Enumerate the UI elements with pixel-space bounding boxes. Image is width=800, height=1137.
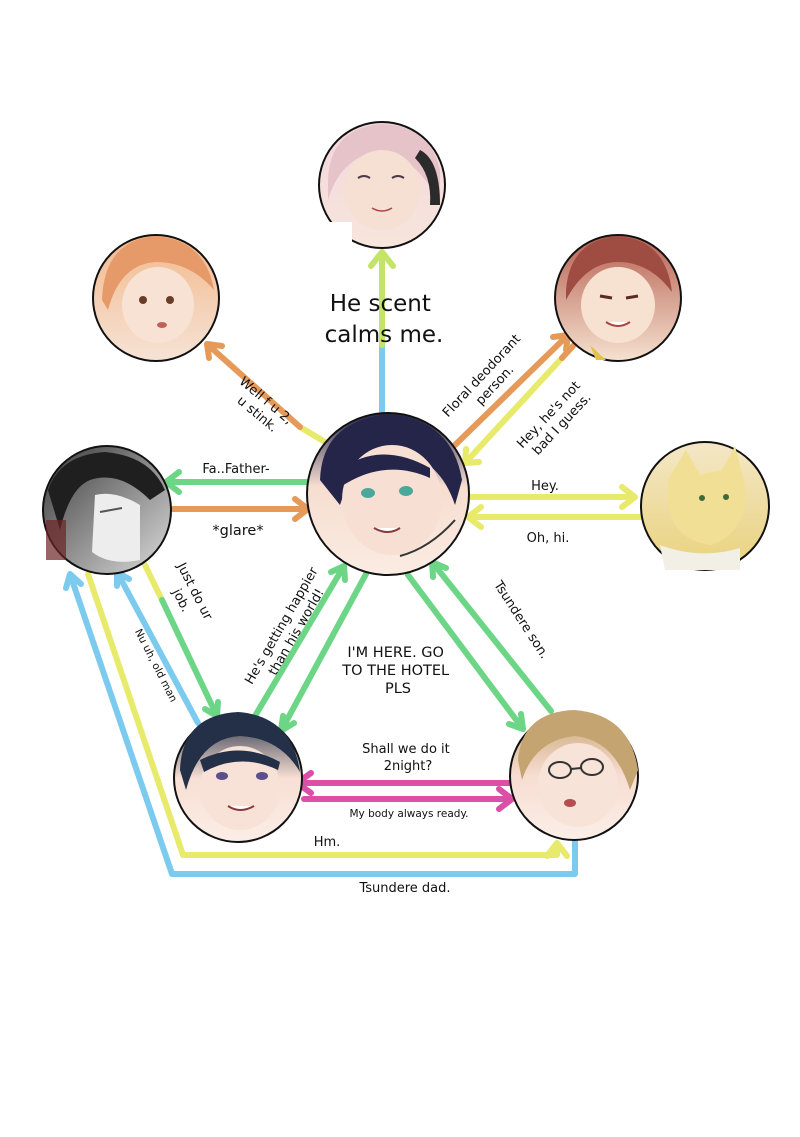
- arrow-cat-to-center: [465, 504, 643, 530]
- arrow-center-to-ginger: [297, 424, 328, 445]
- label-shall: Shall we do it 2night?: [362, 742, 454, 774]
- arrow-br-to-bl: [301, 786, 515, 812]
- arrow-center-to-cat: [467, 484, 638, 510]
- portrait-center-main[interactable]: [306, 412, 470, 576]
- portrait-bottom-left[interactable]: [173, 712, 303, 843]
- portrait-cat[interactable]: [640, 441, 770, 571]
- label-happier: He's getting happier than his world!: [242, 561, 337, 695]
- arrow-center-to-ginger-head: [204, 341, 303, 430]
- label-ohhi: Oh, hi.: [527, 531, 570, 546]
- label-tsundere-dad: Tsundere dad.: [358, 881, 450, 896]
- portrait-dark-figure[interactable]: [42, 445, 172, 575]
- label-justdo: Just do ur job.: [159, 560, 217, 634]
- label-hey-not: Hey, he's not bad I guess.: [514, 376, 598, 463]
- arrow-center-to-top-head: [368, 249, 396, 348]
- portrait-pink-hair[interactable]: [318, 121, 446, 249]
- arrow-layer: [63, 249, 643, 877]
- portrait-layer: [42, 121, 770, 843]
- label-body: My body always ready.: [349, 808, 468, 820]
- portrait-ginger[interactable]: [92, 234, 220, 362]
- label-hey: Hey.: [531, 479, 559, 494]
- arrow-dark-to-br-hm: [85, 571, 570, 859]
- label-wellfu: Well f u 2, u stink.: [226, 374, 299, 442]
- arrow-dark-to-bl-yellow: [142, 562, 165, 603]
- arrow-center-to-br: [405, 572, 526, 732]
- arrow-center-to-dark: [163, 469, 310, 495]
- arrow-bl-to-br: [294, 770, 513, 796]
- portrait-redhead[interactable]: [554, 234, 682, 362]
- portrait-bottom-right-glasses[interactable]: [509, 710, 639, 841]
- label-scent: He scent calms me.: [325, 291, 444, 348]
- label-father: Fa..Father-: [202, 462, 270, 477]
- arrow-redhead-to-center: [462, 343, 576, 466]
- arrow-dark-to-center: [169, 496, 311, 522]
- arrow-bl-to-center: [252, 563, 348, 719]
- label-hm: Hm.: [314, 835, 341, 850]
- arrow-br-to-dark-dad: [63, 571, 578, 877]
- label-glare: *glare*: [212, 523, 263, 539]
- arrow-redhead-to-center-tail: [559, 343, 576, 361]
- label-hotel: I'M HERE. GO TO THE HOTEL PLS: [341, 645, 453, 697]
